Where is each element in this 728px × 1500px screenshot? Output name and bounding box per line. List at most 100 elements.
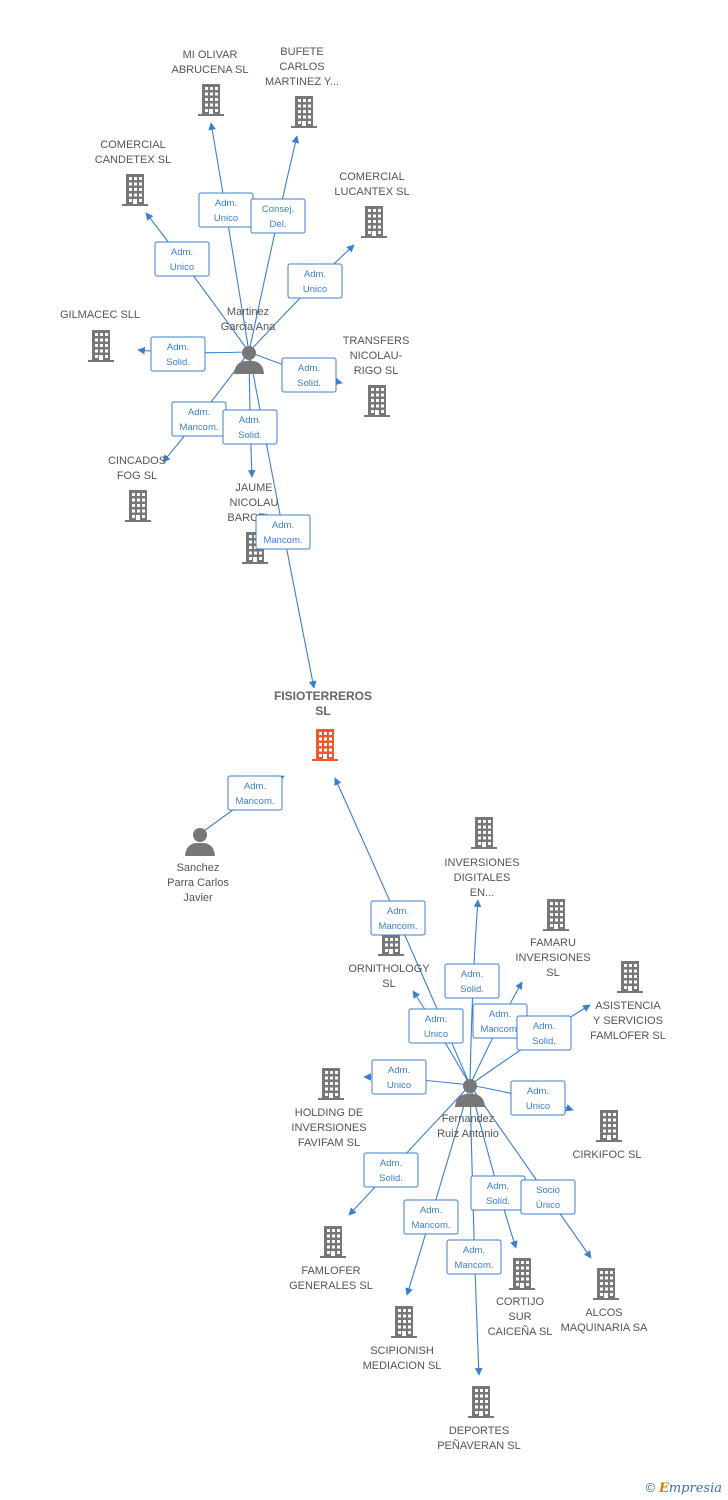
edge-label-martinez-transfers[interactable]: Adm.Solid. <box>281 357 337 393</box>
copyright-credit[interactable]: © Empresia <box>646 1480 722 1496</box>
building-icon <box>312 729 338 761</box>
edge-label-text: Solid. <box>297 378 321 389</box>
edge-label-martinez-candetex[interactable]: Adm.Unico <box>154 241 210 277</box>
edge-label-fernandez-ornithology[interactable]: Adm.Unico <box>408 1008 464 1044</box>
edge-label-martinez-bufete[interactable]: Consej.Del. <box>250 198 306 234</box>
building-icon <box>468 1386 494 1418</box>
node-label: FISIOTERREROS <box>274 689 372 703</box>
edge-label-text: Adm. <box>215 198 237 209</box>
edge-label-text: Solid. <box>379 1173 403 1184</box>
node-label: SUR <box>508 1311 531 1323</box>
copyright-symbol: © <box>645 1480 656 1495</box>
edge-label-fernandez-cirkifoc[interactable]: Adm.Unico <box>510 1080 566 1116</box>
node-label: ABRUCENA SL <box>171 64 248 76</box>
building-icon <box>125 490 151 522</box>
edge-labels-layer: Adm.UnicoConsej.Del.Adm.UnicoAdm.UnicoAd… <box>150 192 576 1275</box>
node-label: PEÑAVERAN SL <box>437 1439 521 1452</box>
node-label: FAMLOFER <box>301 1265 360 1277</box>
edge-label-text: Adm. <box>425 1014 447 1025</box>
edge-label-text: Adm. <box>272 520 294 531</box>
edge-label-martinez-miolivar[interactable]: Adm.Unico <box>198 192 254 228</box>
node-label: DEPORTES <box>449 1425 509 1437</box>
building-icon <box>198 84 224 116</box>
edge-label-text: Unico <box>526 1101 550 1112</box>
edge-label-fernandez-holding[interactable]: Adm.Unico <box>371 1059 427 1095</box>
edge-label-text: Único <box>536 1200 560 1211</box>
company-node-cirkifoc[interactable]: CIRKIFOC SL <box>572 1110 642 1161</box>
node-label: DIGITALES <box>454 872 511 884</box>
company-node-invdig[interactable]: INVERSIONESDIGITALESEN... <box>444 817 520 899</box>
building-icon <box>593 1268 619 1300</box>
node-label: MAQUINARIA SA <box>561 1322 648 1334</box>
edge-label-text: Adm. <box>244 781 266 792</box>
node-label: HOLDING DE <box>295 1107 363 1119</box>
edge-label-fernandez-invdig[interactable]: Adm.Solid. <box>444 963 500 999</box>
node-label: Sanchez <box>177 862 220 874</box>
edge-label-martinez-jaume[interactable]: Adm.Solid. <box>222 409 278 445</box>
edge-label-fernandez-famlofer[interactable]: Adm. Solid. <box>363 1152 419 1188</box>
building-icon <box>318 1068 344 1100</box>
node-label: Martinez <box>227 306 269 318</box>
building-icon <box>122 174 148 206</box>
node-label: FAVIFAM SL <box>298 1137 360 1149</box>
edge-label-fernandez-cortijo[interactable]: Adm.Solid. <box>470 1175 526 1211</box>
edge-label-fernandez-deportes[interactable]: Adm.Mancom. <box>446 1239 502 1275</box>
edge-label-fernandez-scipionish[interactable]: Adm.Mancom. <box>403 1199 459 1235</box>
edge-label-text: Del. <box>270 219 287 230</box>
node-label: FAMARU <box>530 937 576 949</box>
building-icon <box>596 1110 622 1142</box>
edge-label-text: Adm. <box>461 969 483 980</box>
node-label: CINCADOS <box>108 455 166 467</box>
edge-label-text: Mancom. <box>378 921 417 932</box>
edge-label-martinez-fisio[interactable]: Adm.Mancom. <box>255 514 311 550</box>
company-node-cincados[interactable]: CINCADOS FOG SL <box>108 455 166 522</box>
company-node-famlofer[interactable]: FAMLOFER GENERALES SL <box>289 1226 373 1292</box>
building-icon <box>361 206 387 238</box>
company-node-alcos[interactable]: ALCOS MAQUINARIA SA <box>561 1268 648 1334</box>
node-label: FOG SL <box>117 470 157 482</box>
edge-label-text: Unico <box>170 262 194 273</box>
edge-fernandez-cortijo <box>469 1084 518 1249</box>
node-label: CARLOS <box>279 61 324 73</box>
node-label: Y SERVICIOS <box>593 1015 663 1027</box>
edge-label-text: Adm. <box>167 342 189 353</box>
building-icon <box>543 899 569 931</box>
edge-label-text: Solid. <box>532 1036 556 1047</box>
edge-label-text: Mancom. <box>235 796 274 807</box>
node-label: COMERCIAL <box>339 171 404 183</box>
edge-label-text: Mancom. <box>480 1024 519 1035</box>
node-label: ALCOS <box>585 1307 622 1319</box>
edge-label-martinez-lucantex[interactable]: Adm.Unico <box>287 263 343 299</box>
node-label: Ruiz Antonio <box>437 1128 499 1140</box>
edge-label-text: Adm. <box>380 1158 402 1169</box>
edge-label-sanchez-fisio[interactable]: Adm. Mancom. <box>227 775 283 811</box>
edge-label-fernandez-asistencia[interactable]: Adm.Solid. <box>516 1015 572 1051</box>
edge-label-fernandez-fisio[interactable]: Adm.Mancom. <box>370 900 426 936</box>
edge-label-martinez-gilmacec[interactable]: Adm.Solid. <box>150 336 206 372</box>
node-label: GENERALES SL <box>289 1280 373 1292</box>
company-node-deportes[interactable]: DEPORTES PEÑAVERAN SL <box>437 1386 521 1452</box>
building-icon <box>391 1306 417 1338</box>
node-label: COMERCIAL <box>100 139 165 151</box>
company-node-gilmacec[interactable]: GILMACEC SLL <box>60 309 140 362</box>
edge-label-text: Mancom. <box>179 422 218 433</box>
edge-label-martinez-cincados[interactable]: Adm.Mancom. <box>171 401 227 437</box>
building-icon <box>364 385 390 417</box>
